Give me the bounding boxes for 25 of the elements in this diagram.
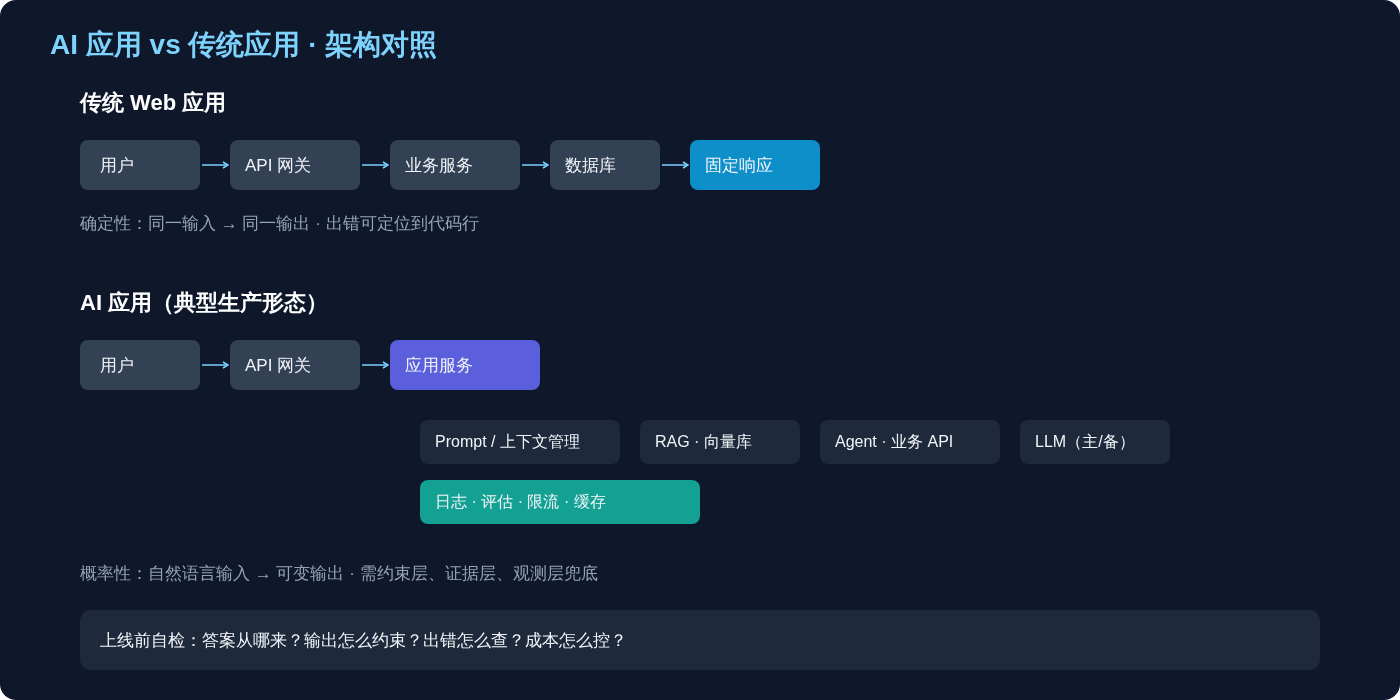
process-box: API 网关 [230, 140, 360, 190]
process-box: 数据库 [550, 140, 660, 190]
component-box: LLM（主/备） [1020, 420, 1170, 464]
component-box: 日志 · 评估 · 限流 · 缓存 [420, 480, 700, 524]
component-box: Agent · 业务 API [820, 420, 1000, 464]
arrow [521, 161, 549, 169]
process-box: 业务服务 [390, 140, 520, 190]
title: AI 应用 vs 传统应用 · 架构对照 [50, 28, 438, 62]
arrow [201, 161, 229, 169]
process-box: 用户 [80, 340, 200, 390]
arrow [361, 361, 389, 369]
arrow [661, 161, 689, 169]
component-box: Prompt / 上下文管理 [420, 420, 620, 464]
section-heading: 传统 Web 应用 [80, 89, 227, 117]
process-box: 应用服务 [390, 340, 540, 390]
process-box: 用户 [80, 140, 200, 190]
note-text: 概率性：自然语言输入 → 可变输出 · 需约束层、证据层、观测层兜底 [80, 563, 598, 585]
arrow [361, 161, 389, 169]
process-box: 固定响应 [690, 140, 820, 190]
component-box: RAG · 向量库 [640, 420, 800, 464]
note-box: 上线前自检：答案从哪来？输出怎么约束？出错怎么查？成本怎么控？ [80, 610, 1320, 670]
section-heading: AI 应用（典型生产形态） [80, 289, 329, 317]
arrow [201, 361, 229, 369]
note-text: 确定性：同一输入 → 同一输出 · 出错可定位到代码行 [80, 213, 479, 235]
process-box: API 网关 [230, 340, 360, 390]
